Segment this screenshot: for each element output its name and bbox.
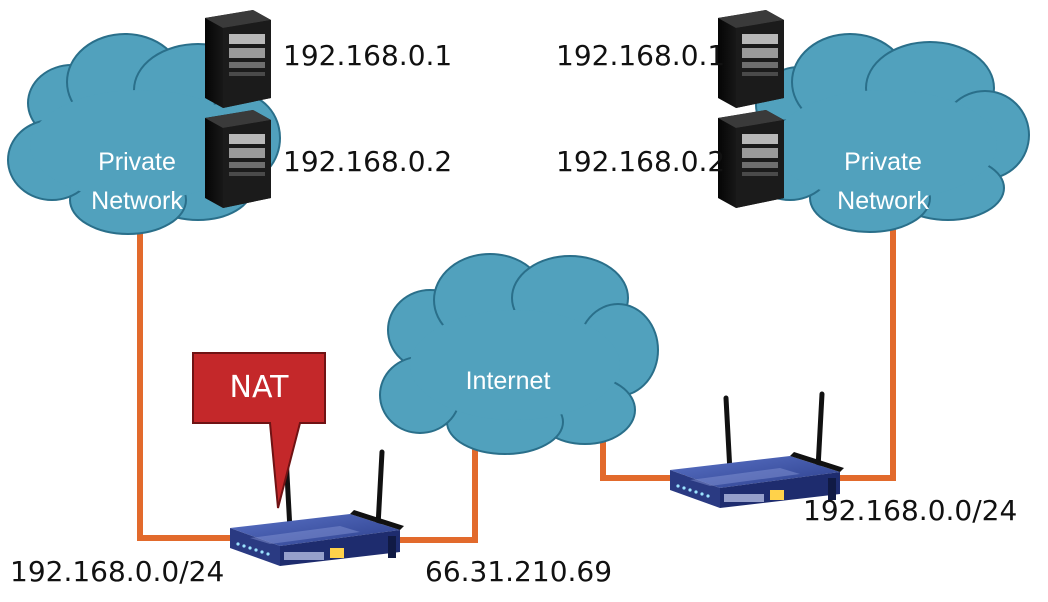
router-left-public-ip: 66.31.210.69 (425, 555, 613, 588)
nat-callout-label: NAT (229, 370, 289, 405)
server-right-bottom-ip: 192.168.0.2 (556, 145, 726, 178)
server-icon (718, 110, 784, 208)
cloud-right-label-line1: Private (844, 148, 922, 176)
cloud-internet-label: Internet (465, 367, 551, 395)
cloud-left-label-line2: Network (91, 186, 183, 215)
cloud-right-label-line2: Network (837, 186, 929, 215)
nat-callout (192, 352, 326, 509)
link-left-private-to-router (137, 230, 245, 541)
link-left-router-to-internet (380, 445, 478, 543)
server-left-top-ip: 192.168.0.1 (283, 39, 453, 72)
server-left-bottom-ip: 192.168.0.2 (283, 145, 453, 178)
wireless-router-icon (670, 394, 844, 508)
cloud-right-label: Private Network (818, 143, 948, 221)
router-right-private-subnet: 192.168.0.0/24 (803, 494, 1018, 527)
server-icon (205, 10, 271, 108)
cloud-internet (379, 253, 659, 455)
link-right-router-to-private (835, 220, 896, 481)
server-icon (718, 10, 784, 108)
router-left-private-subnet: 192.168.0.0/24 (10, 555, 225, 588)
server-right-top-ip: 192.168.0.1 (556, 39, 726, 72)
cloud-left-label: Private Network (72, 143, 202, 221)
server-icon (205, 110, 271, 208)
wireless-router-icon (230, 452, 404, 566)
cloud-left-label-line1: Private (98, 148, 176, 176)
